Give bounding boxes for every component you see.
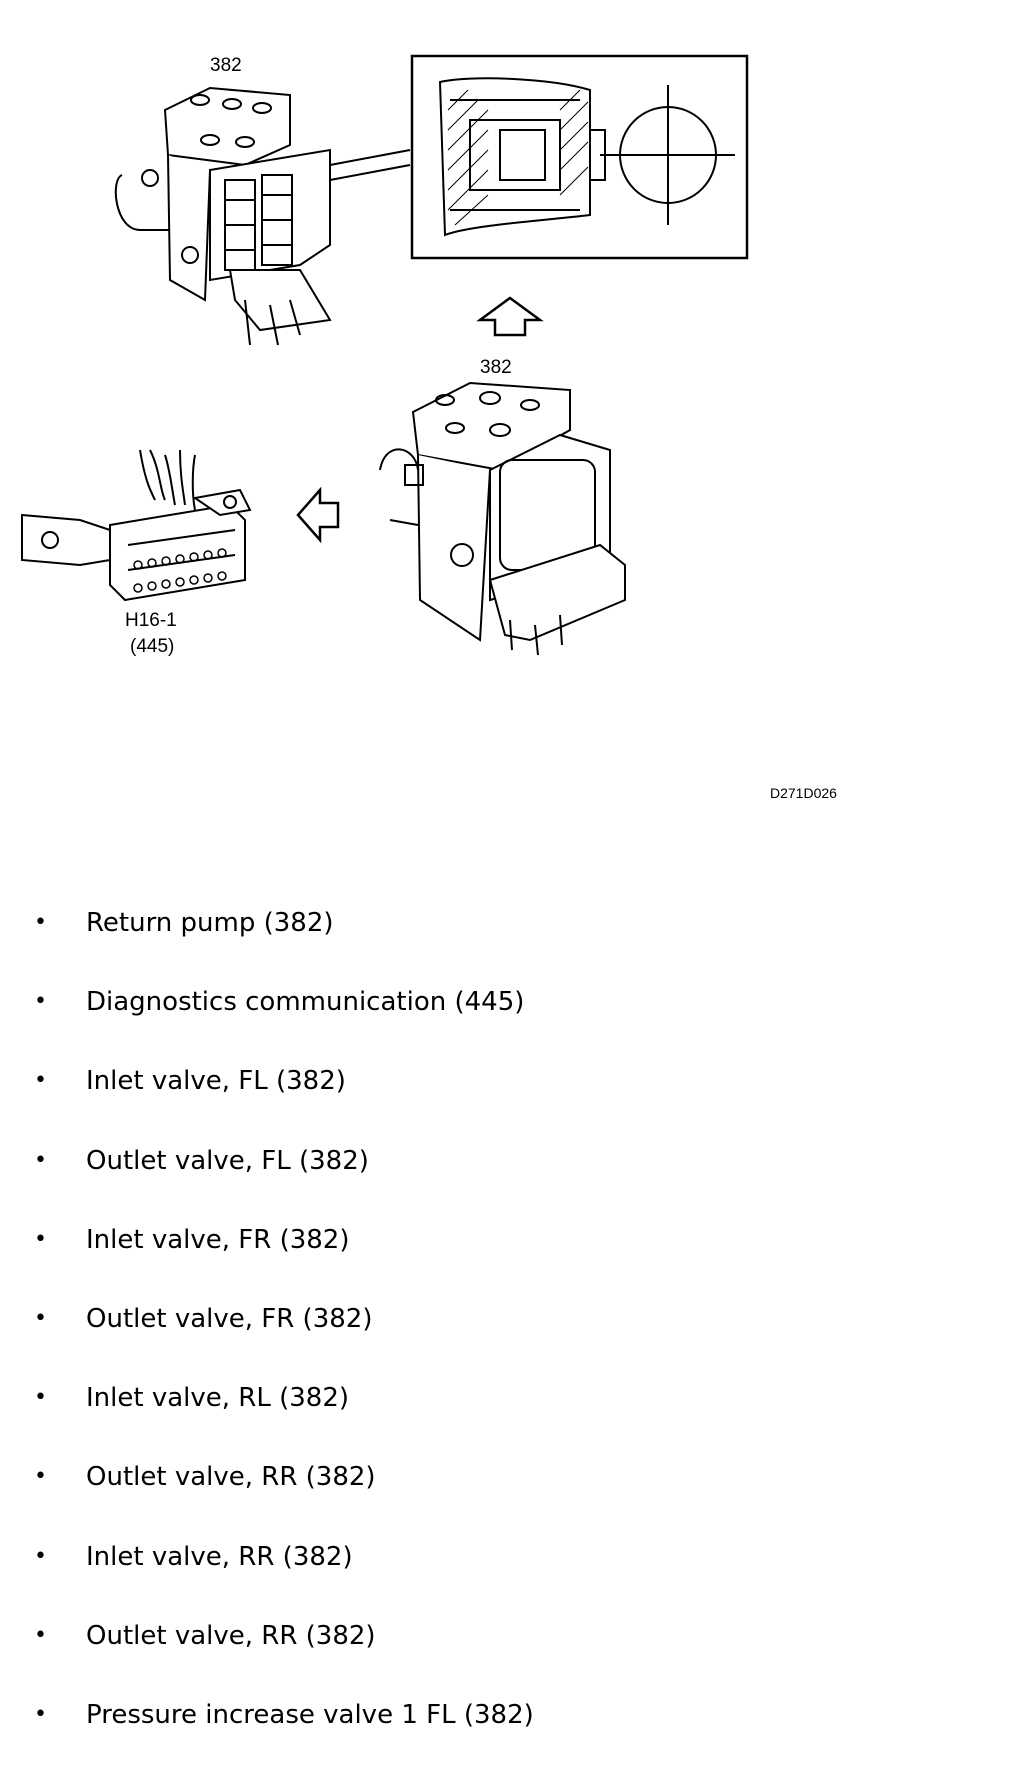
figure-id: D271D026 <box>770 785 837 801</box>
left-arrow-icon <box>296 486 340 544</box>
list-item: • Outlet valve, FR (382) <box>34 1301 534 1380</box>
list-item-text: Pressure increase valve 1 FL (382) <box>86 1699 534 1730</box>
middle-hydraulic-unit-illustration <box>379 381 626 656</box>
diagnostic-connector-illustration <box>21 449 252 602</box>
list-item: • Inlet valve, FL (382) <box>34 1063 534 1142</box>
list-item-text: Inlet valve, RR (382) <box>86 1541 353 1572</box>
bullet: • <box>34 1385 47 1411</box>
list-item: • Pressure increase valve 1 FL (382) <box>34 1697 534 1776</box>
bullet: • <box>34 1068 47 1094</box>
list-item-text: Outlet valve, FL (382) <box>86 1145 369 1176</box>
list-item: • Outlet valve, RR (382) <box>34 1618 534 1697</box>
list-item: • Inlet valve, FR (382) <box>34 1222 534 1301</box>
bullet: • <box>34 1701 47 1727</box>
bullet: • <box>34 989 47 1015</box>
list-item-text: Inlet valve, FR (382) <box>86 1224 350 1255</box>
list-item-text: Inlet valve, RL (382) <box>86 1383 350 1414</box>
figure-drawing <box>21 54 749 656</box>
list-item: • Outlet valve, FL (382) <box>34 1143 534 1222</box>
list-item-text: Return pump (382) <box>86 908 334 938</box>
list-item-text: Inlet valve, FL (382) <box>86 1066 346 1097</box>
list-item: • Outlet valve, RR (382) <box>34 1459 534 1538</box>
connector-label: H16-1 <box>125 610 177 631</box>
abs-hydraulic-unit-figure: 382 382 H16-1 (445) D271D026 <box>0 0 1024 801</box>
bullet: • <box>34 1305 47 1331</box>
list-item-text: Outlet valve, RR (382) <box>86 1620 376 1651</box>
bullet: • <box>34 1543 47 1569</box>
top-hydraulic-unit-illustration <box>114 86 411 346</box>
valve-detail-inset <box>410 54 749 260</box>
list-item: • Inlet valve, RR (382) <box>34 1539 534 1618</box>
bullet: • <box>34 1622 47 1648</box>
up-arrow-icon <box>476 296 544 337</box>
component-list: • Return pump (382) • Diagnostics communica… <box>34 905 534 1776</box>
list-item: • Diagnostics communication (445) <box>34 984 534 1063</box>
list-item-text: Outlet valve, RR (382) <box>86 1462 376 1493</box>
bullet: • <box>34 910 47 935</box>
list-item-text: Diagnostics communication (445) <box>86 987 525 1018</box>
bullet: • <box>34 1147 47 1173</box>
list-item-text: Outlet valve, FR (382) <box>86 1303 373 1334</box>
bullet: • <box>34 1464 47 1490</box>
top-unit-label: 382 <box>210 55 242 76</box>
list-item: • Inlet valve, RL (382) <box>34 1380 534 1459</box>
middle-unit-label: 382 <box>480 357 512 378</box>
bullet: • <box>34 1226 47 1252</box>
list-item: • Return pump (382) <box>34 905 534 984</box>
connector-ref-label: (445) <box>130 636 175 657</box>
